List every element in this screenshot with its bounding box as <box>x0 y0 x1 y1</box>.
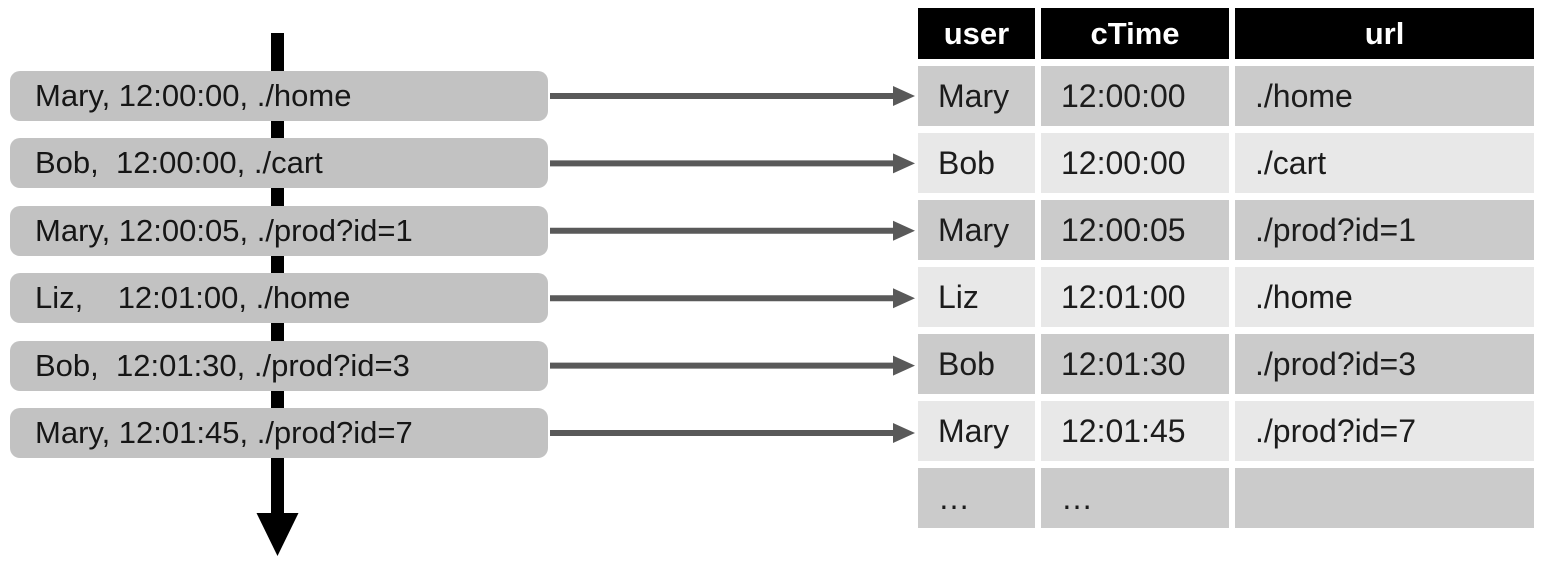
table-cell: 12:00:00 <box>1041 66 1229 126</box>
table-cell: Bob <box>918 133 1035 193</box>
log-event-box: Bob, 12:00:00, ./cart <box>10 138 548 188</box>
table-cell: Mary <box>918 200 1035 260</box>
column-header-url: url <box>1235 8 1534 59</box>
table-cell: 12:00:05 <box>1041 200 1229 260</box>
table-cell: … <box>918 468 1035 528</box>
table-cell: Bob <box>918 334 1035 394</box>
log-event-box: Liz, 12:01:00, ./home <box>10 273 548 323</box>
table-cell: ./cart <box>1235 133 1534 193</box>
table-cell: 12:00:00 <box>1041 133 1229 193</box>
log-event-text: Liz, 12:01:00, ./home <box>35 280 351 315</box>
log-event-text: Bob, 12:01:30, ./prod?id=3 <box>35 348 410 383</box>
table-cell: Mary <box>918 66 1035 126</box>
table-cell <box>1235 468 1534 528</box>
table-cell: … <box>1041 468 1229 528</box>
log-event-text: Mary, 12:01:45, ./prod?id=7 <box>35 415 413 450</box>
table-cell: ./prod?id=3 <box>1235 334 1534 394</box>
flow-arrow-icon <box>550 355 915 376</box>
log-event-box: Mary, 12:00:00, ./home <box>10 71 548 121</box>
table-cell: ./prod?id=1 <box>1235 200 1534 260</box>
event-to-row-arrows <box>550 86 915 443</box>
table-cell: Mary <box>918 401 1035 461</box>
table-cell: 12:01:30 <box>1041 334 1229 394</box>
table-cell: 12:01:00 <box>1041 267 1229 327</box>
log-event-box: Mary, 12:01:45, ./prod?id=7 <box>10 408 548 458</box>
column-header-user: user <box>918 8 1035 59</box>
log-event-text: Mary, 12:00:05, ./prod?id=1 <box>35 213 413 248</box>
table-cell: ./home <box>1235 267 1534 327</box>
flow-arrow-icon <box>550 220 915 241</box>
table-cell: 12:01:45 <box>1041 401 1229 461</box>
log-event-box: Bob, 12:01:30, ./prod?id=3 <box>10 341 548 391</box>
flow-arrow-icon <box>550 423 915 443</box>
log-event-text: Mary, 12:00:00, ./home <box>35 78 352 113</box>
flow-arrow-icon <box>550 86 915 106</box>
table-cell: ./prod?id=7 <box>1235 401 1534 461</box>
log-event-box: Mary, 12:00:05, ./prod?id=1 <box>10 206 548 256</box>
log-event-text: Bob, 12:00:00, ./cart <box>35 145 323 180</box>
flow-arrow-icon <box>550 288 915 309</box>
table-cell: Liz <box>918 267 1035 327</box>
column-header-ctime: cTime <box>1041 8 1229 59</box>
flow-arrow-icon <box>550 153 915 174</box>
table-cell: ./home <box>1235 66 1534 126</box>
